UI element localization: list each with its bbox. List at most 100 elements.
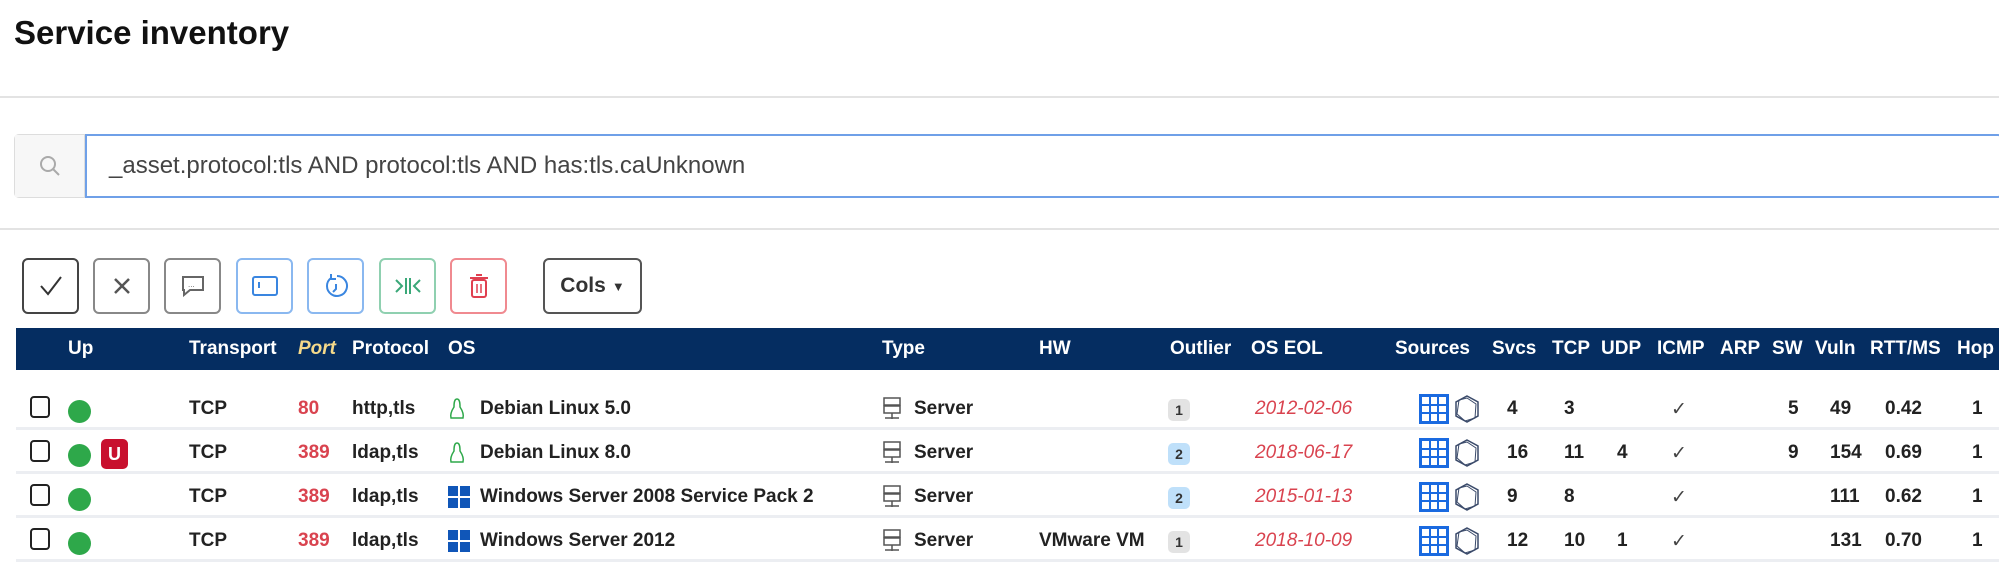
source-hexagon-icon — [1453, 394, 1481, 424]
table-header: Up Transport Port Protocol OS Type HW Outlier OS… — [16, 328, 1999, 370]
svg-text:...: ... — [188, 280, 195, 289]
column-header-up[interactable]: Up — [68, 338, 94, 359]
udp-cell: 4 — [1617, 442, 1628, 463]
vuln-cell: 49 — [1830, 398, 1852, 419]
rtt-cell: 0.42 — [1885, 398, 1922, 419]
protocol-cell: ldap,tls — [352, 530, 419, 551]
column-header-hop[interactable]: Hop — [1957, 338, 1994, 359]
history-icon — [325, 274, 348, 297]
row-checkbox[interactable] — [30, 396, 50, 418]
outlier-badge[interactable]: 1 — [1168, 531, 1190, 553]
column-header-type[interactable]: Type — [882, 338, 925, 359]
windows-icon — [448, 530, 470, 552]
vuln-cell: 131 — [1830, 530, 1862, 551]
os-eol-cell: 2018-10-09 — [1255, 530, 1353, 551]
os-eol-cell: 2012-02-06 — [1255, 398, 1353, 419]
status-up-icon — [68, 488, 91, 511]
trash-icon — [469, 274, 488, 298]
column-header-vuln[interactable]: Vuln — [1815, 338, 1856, 359]
cols-label: Cols — [560, 274, 606, 297]
os-cell: Windows Server 2012 — [480, 530, 676, 551]
outlier-badge[interactable]: 1 — [1168, 399, 1190, 421]
badge-icon: U — [101, 439, 128, 469]
svcs-cell: 16 — [1507, 442, 1529, 463]
column-header-oseol[interactable]: OS EOL — [1251, 338, 1323, 359]
column-header-transport[interactable]: Transport — [189, 338, 277, 359]
port-cell: 389 — [298, 486, 330, 507]
reject-button[interactable] — [93, 258, 150, 314]
column-header-arp[interactable]: ARP — [1720, 338, 1761, 359]
history-button[interactable] — [307, 258, 364, 314]
os-eol-cell: 2018-06-17 — [1255, 442, 1353, 463]
hop-cell: 1 — [1972, 398, 1983, 419]
icmp-check-icon: ✓ — [1671, 399, 1687, 420]
column-header-os[interactable]: OS — [448, 338, 476, 359]
source-grid-icon — [1419, 438, 1449, 468]
sw-cell: 5 — [1788, 398, 1799, 419]
outlier-badge[interactable]: 2 — [1168, 443, 1190, 465]
row-checkbox[interactable] — [30, 484, 50, 506]
source-hexagon-icon — [1453, 482, 1481, 512]
comment-button[interactable]: ... — [164, 258, 221, 314]
source-hexagon-icon — [1453, 526, 1481, 556]
source-grid-icon — [1419, 482, 1449, 512]
column-header-sw[interactable]: SW — [1772, 338, 1803, 359]
column-header-icmp[interactable]: ICMP — [1657, 338, 1705, 359]
transport-cell: TCP — [189, 442, 227, 463]
server-icon — [882, 528, 902, 560]
rtt-cell: 0.69 — [1885, 442, 1922, 463]
column-header-port[interactable]: Port — [298, 338, 336, 359]
port-cell: 389 — [298, 530, 330, 551]
svcs-cell: 9 — [1507, 486, 1518, 507]
os-cell: Debian Linux 5.0 — [480, 398, 631, 419]
server-icon — [882, 484, 902, 516]
column-header-hw[interactable]: HW — [1039, 338, 1071, 359]
svcs-cell: 12 — [1507, 530, 1529, 551]
outlier-badge[interactable]: 2 — [1168, 487, 1190, 509]
close-icon — [113, 278, 130, 294]
merge-button[interactable] — [379, 258, 436, 314]
delete-button[interactable] — [450, 258, 507, 314]
protocol-cell: ldap,tls — [352, 486, 419, 507]
transport-cell: TCP — [189, 530, 227, 551]
tcp-cell: 10 — [1564, 530, 1586, 551]
approve-button[interactable] — [22, 258, 79, 314]
caret-down-icon: ▼ — [611, 278, 625, 294]
type-cell: Server — [914, 398, 974, 419]
search-input[interactable]: _asset.protocol:tls AND protocol:tls AND… — [85, 134, 1999, 198]
window-button[interactable] — [236, 258, 293, 314]
column-header-udp[interactable]: UDP — [1601, 338, 1642, 359]
divider — [0, 96, 1999, 98]
comment-icon: ... — [181, 276, 204, 298]
port-cell: 389 — [298, 442, 330, 463]
server-icon — [882, 440, 902, 472]
hw-cell: VMware VM — [1039, 530, 1145, 551]
column-header-tcp[interactable]: TCP — [1552, 338, 1590, 359]
search-icon — [15, 135, 85, 197]
column-header-outlier[interactable]: Outlier — [1170, 338, 1232, 359]
window-icon — [251, 276, 278, 296]
column-header-svcs[interactable]: Svcs — [1492, 338, 1537, 359]
rtt-cell: 0.62 — [1885, 486, 1922, 507]
columns-dropdown[interactable]: Cols ▼ — [543, 258, 642, 314]
vuln-cell: 154 — [1830, 442, 1862, 463]
hop-cell: 1 — [1972, 486, 1983, 507]
tcp-cell: 3 — [1564, 398, 1575, 419]
row-checkbox[interactable] — [30, 440, 50, 462]
type-cell: Server — [914, 486, 974, 507]
icmp-check-icon: ✓ — [1671, 487, 1687, 508]
search-bar[interactable]: _asset.protocol:tls AND protocol:tls AND… — [14, 134, 1999, 198]
tcp-cell: 11 — [1564, 442, 1585, 463]
source-grid-icon — [1419, 394, 1449, 424]
source-hexagon-icon — [1453, 438, 1481, 468]
protocol-cell: ldap,tls — [352, 442, 419, 463]
server-icon — [882, 396, 902, 428]
column-header-sources[interactable]: Sources — [1395, 338, 1470, 359]
row-checkbox[interactable] — [30, 528, 50, 550]
column-header-protocol[interactable]: Protocol — [352, 338, 430, 359]
column-header-rttms[interactable]: RTT/MS — [1870, 338, 1941, 359]
